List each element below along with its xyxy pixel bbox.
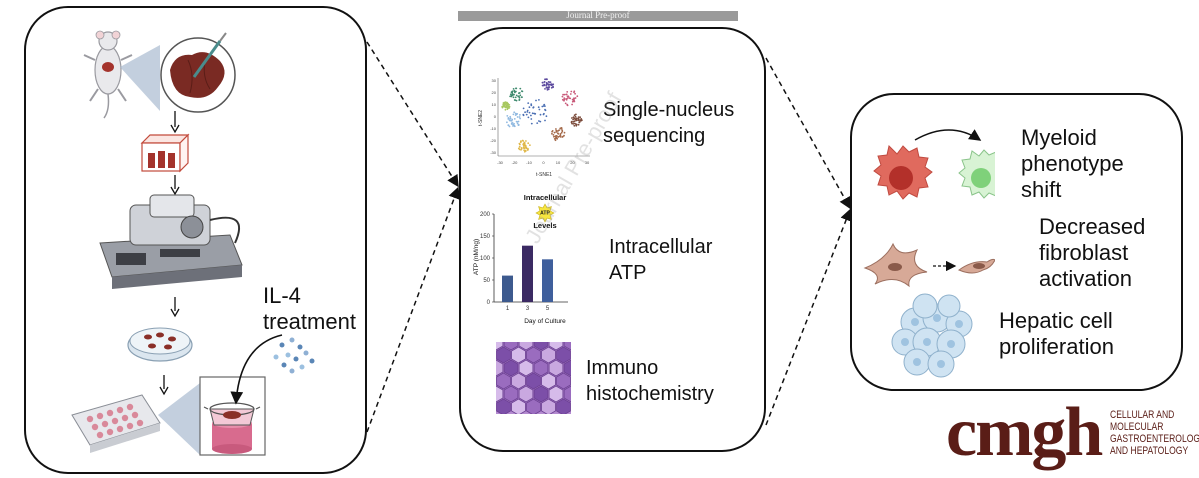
tsne-xtick-label: 10 [556, 160, 561, 165]
tsne-ytick-label: 30 [492, 78, 497, 83]
tsne-xtick-label: -10 [526, 160, 533, 165]
right-outcomes-illustration [863, 129, 995, 378]
tsne-y-axis-label: t-SNE2 [478, 110, 484, 126]
atp-ytick-label: 200 [480, 212, 491, 218]
logo-line3: GASTROENTEROLOGY [1110, 433, 1199, 445]
fibroblast-label-line1: Decreased [1039, 214, 1146, 239]
tsne-ytick-label: 0 [494, 114, 497, 119]
atp-xtick-label: 1 [506, 306, 510, 312]
arrow-middle-top-to-right [765, 57, 851, 210]
il4-treatment-label-line2: treatment [263, 309, 356, 334]
atp-chart-title-line1: Intracellular [524, 193, 567, 202]
atp-xtick-label: 3 [526, 306, 530, 312]
liver-biopsy-icon [160, 32, 236, 113]
atp-ytick-label: 100 [480, 256, 491, 262]
tsne-x-axis-label: t-SNE1 [536, 172, 552, 178]
tsne-xtick-label: -20 [512, 160, 519, 165]
journal-preproof-bar [458, 11, 738, 21]
fibroblast-activated-icon [863, 242, 928, 288]
atp-label-line2: ATP [609, 262, 647, 284]
tsne-xtick-label: 30 [585, 160, 590, 165]
atp-ytick-label: 0 [487, 300, 491, 306]
left-workflow-illustration [71, 30, 315, 456]
ihc-label-line2: histochemistry [586, 383, 714, 405]
tsne-xtick-label: 20 [570, 160, 575, 165]
atp-y-axis-label: ATP (nM/ng) [473, 239, 480, 275]
tsne-ytick-label: 10 [492, 102, 497, 107]
logo-line1: CELLULAR AND [1110, 409, 1175, 421]
macrophage-m2-icon [958, 149, 995, 199]
hepatic-label-line1: Hepatic cell [999, 308, 1113, 333]
atp-chart-title-line2: Levels [533, 221, 556, 230]
il4-arrow [230, 334, 283, 405]
atp-ytick-label: 150 [480, 234, 491, 240]
tsne-xtick-label: 0 [542, 160, 545, 165]
tissue-block-icon [140, 133, 190, 173]
mouse-icon [83, 30, 133, 119]
tsne-xtick-label: -30 [497, 160, 504, 165]
tsne-ytick-label: -20 [490, 138, 497, 143]
phenotype-shift-arrow [914, 129, 982, 141]
myeloid-label-line2: phenotype [1021, 151, 1124, 176]
well-plate-icon [71, 394, 161, 453]
petri-dish-icon [127, 327, 193, 362]
atp-bar [542, 259, 553, 302]
fibroblast-label-line2: fibroblast [1039, 240, 1129, 265]
myeloid-label-line1: Myeloid [1021, 125, 1097, 150]
cmgh-logo: cmgh [946, 394, 1103, 471]
atp-label-line1: Intracellular [609, 236, 713, 258]
il4-treatment-label-line1: IL-4 [263, 283, 301, 308]
arrow-left-top-to-middle [366, 41, 459, 188]
tsne-ytick-label: -30 [490, 150, 497, 155]
logo-line2: MOLECULAR [1110, 421, 1164, 433]
macrophage-m1-icon [873, 145, 933, 200]
immunohistochemistry-image [496, 342, 571, 414]
atp-badge-icon: ATP [535, 203, 555, 223]
logo-line4: AND HEPATOLOGY [1110, 445, 1189, 457]
sequencing-label-line1: Single-nucleus [603, 99, 735, 121]
ihc-label-line1: Immuno [586, 357, 659, 379]
atp-bar-chart: Intracellular ATP Levels 0 50 100 150 200 1 3… [473, 193, 568, 325]
tsne-plot: -30 -20 -10 0 10 20 30 30 20 10 0 -10 -20 -30 t-SNE1… [478, 78, 590, 178]
hepatic-label-line2: proliferation [999, 334, 1114, 359]
myeloid-label-line3: shift [1021, 177, 1062, 202]
atp-bar [502, 275, 513, 302]
fibroblast-quiescent-icon [957, 258, 995, 274]
tsne-ytick-label: -10 [490, 126, 497, 131]
hepatocyte-cluster-icon [891, 293, 973, 378]
sequencing-label-line2: sequencing [603, 125, 706, 147]
fibroblast-label-line3: activation [1039, 266, 1132, 291]
journal-preproof-label: Journal Pre-proof [566, 10, 630, 20]
atp-bar [522, 245, 533, 302]
arrow-left-bottom-to-middle [366, 186, 460, 433]
atp-xtick-label: 5 [546, 306, 550, 312]
arrow-middle-bottom-to-right [765, 208, 852, 426]
tsne-ytick-label: 20 [492, 90, 497, 95]
atp-x-axis-label: Day of Culture [524, 318, 566, 325]
atp-ytick-label: 50 [483, 278, 490, 284]
atp-badge-label: ATP [540, 211, 550, 217]
transwell-insert-icon [199, 376, 266, 456]
vibratome-icon [99, 194, 243, 289]
il4-molecules-icon [273, 337, 315, 374]
